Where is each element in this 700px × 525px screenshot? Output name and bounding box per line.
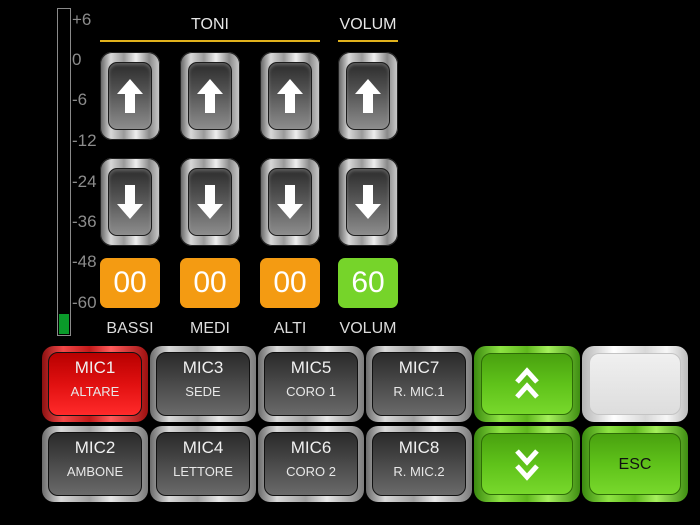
alti-up-button[interactable] [260, 52, 320, 140]
mic-name: MIC6 [290, 438, 332, 457]
mic-location: AMBONE [66, 464, 124, 479]
scale-label: -24 [72, 172, 97, 191]
bassi-label: BASSI [106, 320, 154, 337]
arrow-down-icon [355, 185, 381, 219]
level-meter [57, 8, 71, 336]
arrow-up-icon [197, 79, 223, 113]
volum-up-button[interactable] [338, 52, 398, 140]
scale-label: +6 [72, 10, 92, 29]
scale-label: -48 [72, 252, 97, 271]
mic8-button[interactable]: MIC8 R. MIC.2 [366, 426, 472, 502]
mic1-button[interactable]: MIC1 ALTARE [42, 346, 148, 422]
arrow-up-icon [355, 79, 381, 113]
scale-label: -36 [72, 212, 97, 231]
alti-value: 00 [260, 258, 320, 308]
volum-label: VOLUM [339, 320, 397, 337]
mic5-button[interactable]: MIC5 CORO 1 [258, 346, 364, 422]
mic-name: MIC3 [182, 358, 224, 377]
double-chevron-up-icon [515, 367, 539, 399]
medi-up-button[interactable] [180, 52, 240, 140]
mic-name: MIC7 [398, 358, 440, 377]
esc-button[interactable]: ESC [582, 426, 688, 502]
medi-down-button[interactable] [180, 158, 240, 246]
mic-location: R. MIC.1 [393, 384, 445, 399]
alti-down-button[interactable] [260, 158, 320, 246]
double-chevron-down-icon [515, 449, 539, 481]
mic-name: MIC4 [182, 438, 224, 457]
bassi-up-button[interactable] [100, 52, 160, 140]
volum-down-button[interactable] [338, 158, 398, 246]
level-meter-fill [59, 314, 69, 334]
scale-label: -6 [72, 90, 88, 109]
page-down-button[interactable] [474, 426, 580, 502]
mic-location: SEDE [185, 384, 221, 399]
mic-name: MIC2 [74, 438, 116, 457]
bassi-value: 00 [100, 258, 160, 308]
mic-location: R. MIC.2 [393, 464, 445, 479]
mic4-button[interactable]: MIC4 LETTORE [150, 426, 256, 502]
arrow-down-icon [197, 185, 223, 219]
mic-name: MIC1 [74, 358, 116, 377]
mic-location: ALTARE [70, 384, 120, 399]
arrow-up-icon [277, 79, 303, 113]
medi-label: MEDI [190, 320, 230, 337]
page-up-button[interactable] [474, 346, 580, 422]
arrow-up-icon [117, 79, 143, 113]
mic3-button[interactable]: MIC3 SEDE [150, 346, 256, 422]
mic-location: CORO 2 [286, 464, 336, 479]
mic6-button[interactable]: MIC6 CORO 2 [258, 426, 364, 502]
mic-location: CORO 1 [286, 384, 336, 399]
arrow-down-icon [277, 185, 303, 219]
volum-value: 60 [338, 258, 398, 308]
volum-header-line [338, 40, 398, 42]
esc-label: ESC [618, 456, 652, 473]
scale-label: -12 [72, 131, 97, 150]
toni-header: TONI [191, 16, 229, 33]
medi-value: 00 [180, 258, 240, 308]
mic2-button[interactable]: MIC2 AMBONE [42, 426, 148, 502]
mic-name: MIC5 [290, 358, 332, 377]
scale-label: -60 [72, 293, 97, 312]
arrow-down-icon [117, 185, 143, 219]
bassi-down-button[interactable] [100, 158, 160, 246]
scale-label: 0 [72, 50, 82, 69]
volum-header: VOLUM [339, 16, 397, 33]
toni-header-line [100, 40, 320, 42]
mic7-button[interactable]: MIC7 R. MIC.1 [366, 346, 472, 422]
mic-name: MIC8 [398, 438, 440, 457]
blank-white-button[interactable] [582, 346, 688, 422]
alti-label: ALTI [273, 320, 307, 337]
mic-location: LETTORE [173, 464, 233, 479]
